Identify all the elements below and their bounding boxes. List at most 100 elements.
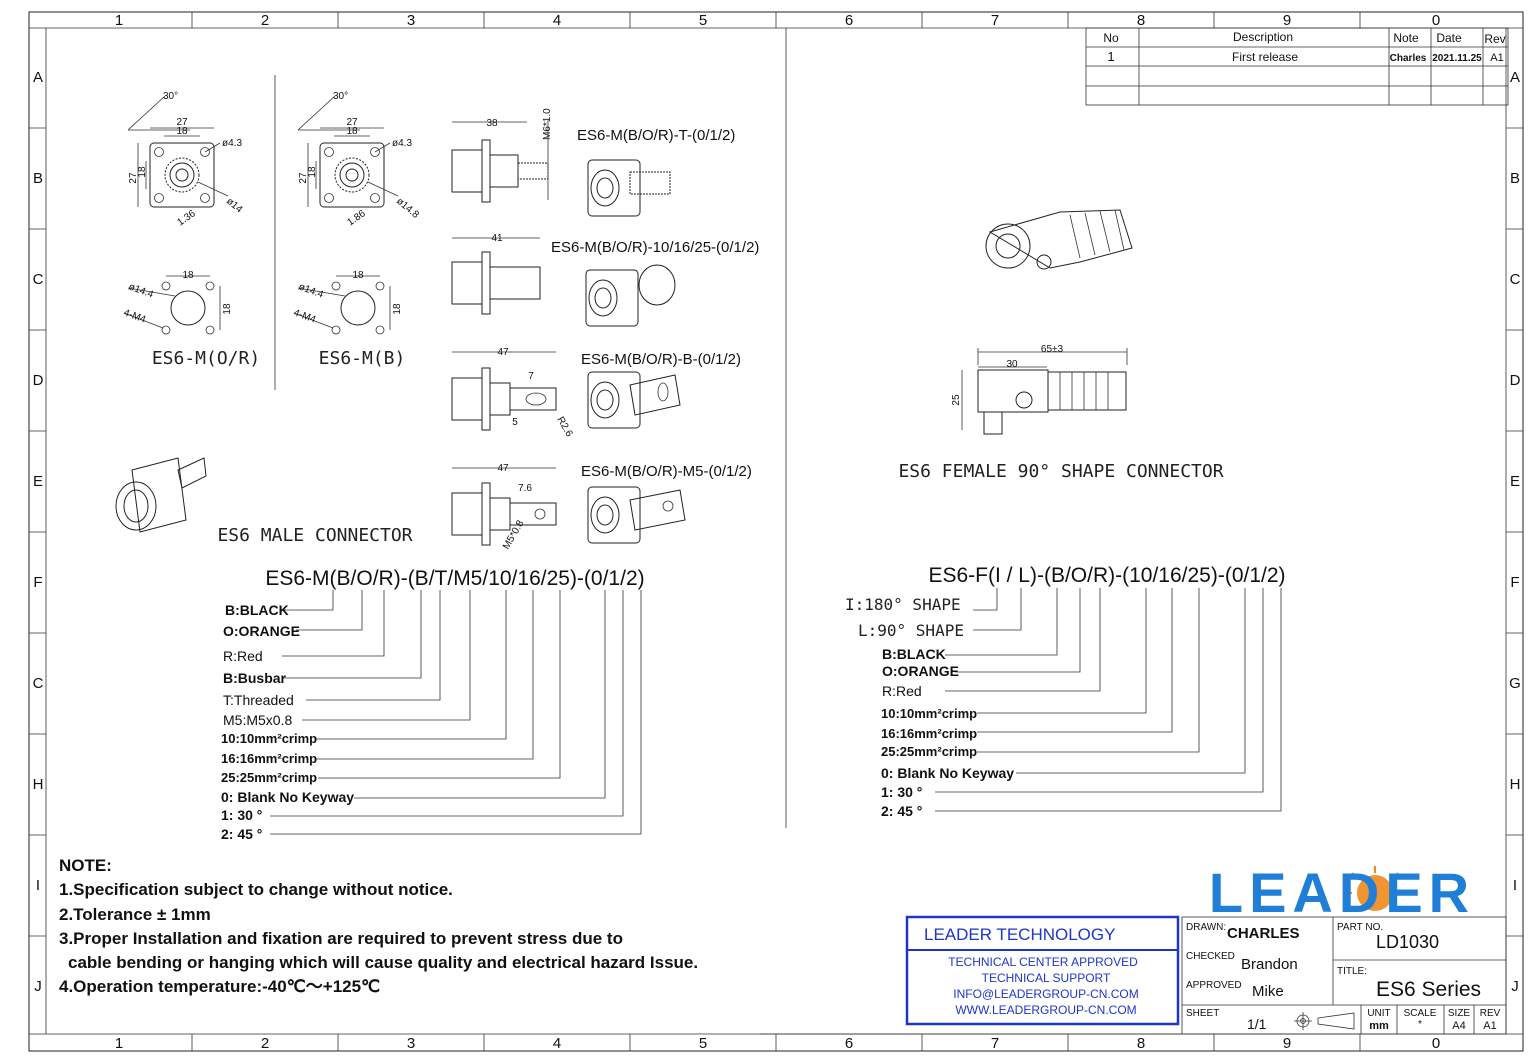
note-2: 2.Tolerance ± 1mm xyxy=(59,905,211,924)
rev-header-note: Note xyxy=(1393,31,1419,45)
svg-text:R2.6: R2.6 xyxy=(554,415,574,439)
svg-text:B: B xyxy=(1510,170,1520,187)
rev-header-date: Date xyxy=(1436,31,1462,45)
svg-text:ø4.3: ø4.3 xyxy=(392,138,412,149)
svg-text:4: 4 xyxy=(553,12,561,29)
svg-text:O:ORANGE: O:ORANGE xyxy=(223,623,300,639)
title-value: ES6 Series xyxy=(1376,978,1481,1001)
panel-cutout-right: 18 18 ø14.4 4-M4 xyxy=(292,270,403,335)
male-code-options: B:BLACK O:ORANGE R:Red B:Busbar T:Thread… xyxy=(221,602,354,842)
variant-name-m5: ES6-M(B/O/R)-M5-(0/1/2) xyxy=(581,463,752,480)
svg-text:T:Threaded: T:Threaded xyxy=(223,692,294,708)
note-1: 1.Specification subject to change withou… xyxy=(59,880,453,899)
revision-table: No Description Note Date Rev 1 First rel… xyxy=(1085,27,1509,106)
svg-text:1.86: 1.86 xyxy=(345,208,368,228)
rev-row-no: 1 xyxy=(1107,49,1114,64)
svg-text:E: E xyxy=(33,473,43,490)
size-value: A4 xyxy=(1452,1020,1465,1032)
svg-text:LEADER: LEADER xyxy=(1209,861,1475,924)
female-code-options: I:180° SHAPE L:90° SHAPE B:BLACK O:ORANG… xyxy=(845,595,1014,819)
svg-text:1: 30 °: 1: 30 ° xyxy=(881,784,922,800)
male-part-code: ES6-M(B/O/R)-(B/T/M5/10/16/25)-(0/1/2) xyxy=(265,567,644,590)
svg-text:18: 18 xyxy=(346,126,358,137)
approval-line-1: TECHNICAL CENTER APPROVED xyxy=(948,955,1138,969)
approval-website: WWW.LEADERGROUP-CN.COM xyxy=(955,1003,1136,1017)
size-label: SIZE xyxy=(1448,1008,1471,1019)
svg-text:18: 18 xyxy=(307,166,318,178)
notes-title: NOTE: xyxy=(59,856,112,875)
male-code-leaders xyxy=(270,590,642,835)
svg-text:5: 5 xyxy=(512,417,518,428)
svg-text:2: 2 xyxy=(261,12,269,29)
sheet-value: 1/1 xyxy=(1247,1016,1267,1032)
svg-text:18: 18 xyxy=(176,126,188,137)
female-side-view: 65±3 30 25 xyxy=(951,344,1128,435)
svg-text:3: 3 xyxy=(407,12,415,29)
svg-text:M5*0.8: M5*0.8 xyxy=(501,518,527,551)
svg-text:1.36: 1.36 xyxy=(175,208,198,228)
variant-name-busbar: ES6-M(B/O/R)-B-(0/1/2) xyxy=(581,351,741,368)
svg-text:H: H xyxy=(33,776,44,793)
drawn-value: CHARLES xyxy=(1227,925,1300,942)
female-connector-label: ES6 FEMALE 90° SHAPE CONNECTOR xyxy=(898,461,1223,482)
rev-row-description: First release xyxy=(1232,50,1298,64)
title-label: TITLE: xyxy=(1337,966,1367,977)
svg-text:R:Red: R:Red xyxy=(882,683,922,699)
male-top-view-left: 30° 27 18 27 18 ø4.3 ø14 1.36 xyxy=(127,91,245,228)
rev-row-note: Charles xyxy=(1390,53,1427,64)
rev-label: REV xyxy=(1480,1008,1501,1019)
svg-text:30°: 30° xyxy=(163,91,178,102)
svg-text:10:10mm²crimp: 10:10mm²crimp xyxy=(881,706,977,721)
drawn-label: DRAWN: xyxy=(1186,922,1226,933)
svg-text:J: J xyxy=(34,978,42,995)
svg-text:25: 25 xyxy=(951,394,962,406)
svg-text:47: 47 xyxy=(497,463,509,474)
svg-text:C: C xyxy=(1510,271,1521,288)
svg-text:R:Red: R:Red xyxy=(223,648,263,664)
svg-text:I: I xyxy=(1513,877,1517,894)
svg-text:A: A xyxy=(33,69,43,86)
svg-text:C: C xyxy=(33,271,44,288)
svg-text:9: 9 xyxy=(1283,1035,1291,1052)
svg-text:C: C xyxy=(33,675,44,692)
scale-label: SCALE xyxy=(1404,1008,1437,1019)
svg-text:ø14: ø14 xyxy=(224,196,245,216)
approval-line-2: TECHNICAL SUPPORT xyxy=(982,971,1111,985)
svg-text:27: 27 xyxy=(346,117,358,128)
projection-symbol-icon xyxy=(1294,1012,1355,1030)
variant-name-crimp: ES6-M(B/O/R)-10/16/25-(0/1/2) xyxy=(551,239,759,256)
svg-text:A: A xyxy=(1510,69,1520,86)
svg-text:B:BLACK: B:BLACK xyxy=(225,602,289,618)
svg-text:6: 6 xyxy=(845,12,853,29)
svg-text:10:10mm²crimp: 10:10mm²crimp xyxy=(221,731,317,746)
svg-text:B:Busbar: B:Busbar xyxy=(223,670,287,686)
svg-text:2: 2 xyxy=(261,1035,269,1052)
female-code-leaders xyxy=(935,588,1282,812)
part-no-value: LD1030 xyxy=(1376,932,1439,952)
svg-text:18: 18 xyxy=(392,303,403,315)
svg-text:8: 8 xyxy=(1137,12,1145,29)
svg-text:25:25mm²crimp: 25:25mm²crimp xyxy=(881,744,977,759)
svg-text:4: 4 xyxy=(553,1035,561,1052)
svg-text:65±3: 65±3 xyxy=(1041,344,1064,355)
svg-text:30°: 30° xyxy=(333,91,348,102)
variant-name-threaded: ES6-M(B/O/R)-T-(0/1/2) xyxy=(577,127,735,144)
svg-text:M6*1.0: M6*1.0 xyxy=(542,108,553,140)
svg-text:B: B xyxy=(33,170,43,187)
svg-text:18: 18 xyxy=(222,303,233,315)
rev-header-description: Description xyxy=(1233,30,1293,44)
svg-text:7: 7 xyxy=(991,1035,999,1052)
svg-text:27: 27 xyxy=(298,172,309,184)
svg-text:O:ORANGE: O:ORANGE xyxy=(882,663,959,679)
rev-header-no: No xyxy=(1103,31,1119,45)
grid-ticks xyxy=(29,12,1523,1051)
title-block: LEADER TECHNOLOGY TECHNICAL CENTER APPRO… xyxy=(760,915,1507,1035)
company-box xyxy=(905,915,1180,1026)
male-connector-label: ES6 MALE CONNECTOR xyxy=(217,525,412,546)
svg-text:38: 38 xyxy=(486,118,498,129)
checked-value: Brandon xyxy=(1241,956,1298,973)
svg-text:0: Blank No Keyway: 0: Blank No Keyway xyxy=(881,765,1014,781)
svg-text:ø14.4: ø14.4 xyxy=(297,281,325,300)
